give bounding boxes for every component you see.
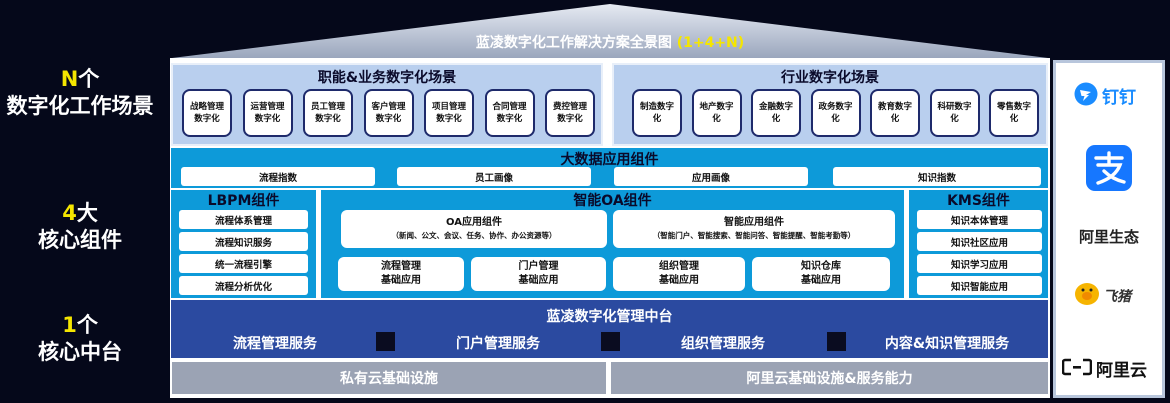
oa-basic-app: 组织管理基础应用: [613, 257, 745, 291]
industry-scenes-title: 行业数字化场景: [781, 70, 879, 86]
scene-tile: 科研数字化: [929, 89, 980, 137]
scene-tile: 项目管理数字化: [424, 89, 474, 137]
oa-panel: 智能OA组件 OA应用组件 （新闻、公文、会议、任务、协作、办公资源等） 智能应…: [321, 190, 904, 298]
kms-item: 知识社区应用: [917, 232, 1042, 251]
industry-scenes-panel: 行业数字化场景 制造数字化地产数字化金融数字化政务数字化教育数字化科研数字化零售…: [612, 63, 1048, 146]
scene-tile: 政务数字化: [810, 89, 861, 137]
bigdata-title: 大数据应用组件: [560, 152, 659, 168]
scene-tile: 制造数字化: [632, 89, 682, 137]
divider-block: [376, 332, 395, 351]
platform-service: 流程管理服务: [175, 330, 375, 356]
scene-tile: 零售数字化: [989, 89, 1039, 137]
bigdata-pill: 知识指数: [833, 167, 1041, 186]
smart-app-component: 智能应用组件 （智能门户、智能搜索、智能问答、智能提醒、智能考勤等）: [613, 210, 895, 248]
lbpm-title: LBPM组件: [207, 193, 280, 209]
aliyun-logo-icon: [1062, 358, 1092, 376]
lbpm-item: 流程知识服务: [179, 232, 308, 251]
ali-ecosystem-label: 阿里生态: [1078, 228, 1139, 246]
label-n-scenes: N个 数字化工作场景: [6, 67, 154, 118]
bigdata-band: 大数据应用组件 流程指数 员工画像 应用画像 知识指数: [171, 148, 1048, 188]
scene-tile: 运营管理数字化: [242, 89, 293, 137]
private-cloud-infra: 私有云基础设施: [172, 362, 606, 394]
scene-tile: 员工管理数字化: [303, 89, 353, 137]
aliyun-label: 阿里云: [1096, 361, 1147, 381]
bigdata-pill: 流程指数: [181, 167, 375, 186]
scene-tile: 费控管理数字化: [545, 89, 595, 137]
kms-item: 知识学习应用: [917, 254, 1042, 273]
oa-basic-app: 门户管理基础应用: [471, 257, 606, 291]
bigdata-pill: 应用画像: [614, 167, 808, 186]
platform-title: 蓝凌数字化管理中台: [546, 309, 673, 325]
oa-basic-app: 流程管理基础应用: [338, 257, 464, 291]
lbpm-item: 流程体系管理: [179, 210, 308, 229]
feizhu-icon: [1075, 283, 1099, 305]
kms-panel: KMS组件 知识本体管理 知识社区应用 知识学习应用 知识智能应用: [909, 190, 1048, 298]
divider-block: [601, 332, 620, 351]
page-title: 蓝凌数字化工作解决方案全景图 (1+4+N): [475, 35, 745, 51]
label-1-platform: 1个 核心中台: [38, 313, 122, 364]
feizhu-label: 飞猪: [1103, 289, 1131, 305]
ali-ecosystem-column: [1053, 60, 1165, 398]
platform-service: 内容&知识管理服务: [847, 330, 1047, 356]
scene-tile: 地产数字化: [691, 89, 742, 137]
kms-title: KMS组件: [947, 193, 1010, 209]
dingtalk-label: 钉钉: [1102, 88, 1136, 108]
scene-tile: 战略管理数字化: [182, 89, 232, 137]
divider-block: [827, 332, 846, 351]
lbpm-item: 统一流程引擎: [179, 254, 308, 273]
oa-title: 智能OA组件: [573, 193, 652, 209]
functional-scenes-title: 职能&业务数字化场景: [317, 70, 457, 86]
dingtalk-icon: [1074, 82, 1098, 106]
functional-scenes-panel: 职能&业务数字化场景 战略管理数字化运营管理数字化员工管理数字化客户管理数字化项…: [171, 63, 603, 146]
lbpm-panel: LBPM组件 流程体系管理 流程知识服务 统一流程引擎 流程分析优化: [171, 190, 316, 298]
bigdata-pill: 员工画像: [397, 167, 591, 186]
platform-service: 组织管理服务: [621, 330, 825, 356]
oa-basic-app: 知识仓库基础应用: [752, 257, 890, 291]
aliyun-infra: 阿里云基础设施&服务能力: [611, 362, 1048, 394]
lbpm-item: 流程分析优化: [179, 276, 308, 295]
alipay-icon: [1086, 145, 1132, 191]
kms-item: 知识智能应用: [917, 276, 1042, 295]
scene-tile: 合同管理数字化: [484, 89, 535, 137]
scene-tile: 教育数字化: [870, 89, 920, 137]
label-4-components: 4大 核心组件: [38, 201, 122, 252]
scene-tile: 客户管理数字化: [363, 89, 414, 137]
scene-tile: 金融数字化: [751, 89, 801, 137]
oa-app-component: OA应用组件 （新闻、公文、会议、任务、协作、办公资源等）: [341, 210, 607, 248]
kms-item: 知识本体管理: [917, 210, 1042, 229]
platform-service: 门户管理服务: [396, 330, 600, 356]
roof-shape: [172, 4, 1048, 58]
